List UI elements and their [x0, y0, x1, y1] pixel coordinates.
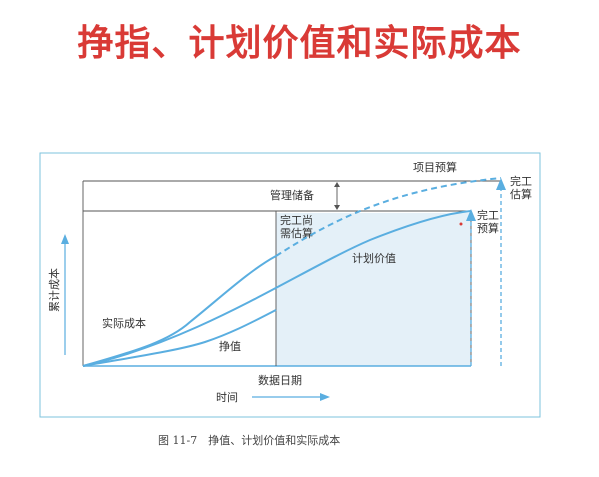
eac-label-line2: 估算: [510, 187, 532, 201]
eac-forecast-curve: [275, 177, 502, 257]
earned-value-curve: [82, 309, 277, 367]
bac-label-line2: 预算: [477, 221, 499, 235]
management-reserve-label: 管理储备: [270, 188, 314, 202]
data-date-label: 数据日期: [258, 373, 302, 387]
etc-label-line1: 完工尚: [280, 213, 313, 227]
management-reserve-arrowhead-top: [334, 182, 340, 187]
planned-value-label: 计划价值: [352, 252, 396, 265]
etc-label-line2: 需估算: [280, 226, 313, 240]
x-axis-label: 时间: [216, 391, 238, 404]
slide-title: 挣指、计划价值和实际成本: [77, 23, 522, 64]
earned-value-label: 挣值: [219, 339, 241, 353]
figure-frame: [39, 152, 541, 418]
bac-arrowhead: [466, 209, 476, 221]
project-budget-label: 项目预算: [413, 160, 457, 174]
figure-caption: 图 11-7 挣值、计划价值和实际成本: [158, 433, 340, 447]
planned-value-curve: [82, 210, 472, 367]
actual-cost-curve: [82, 255, 277, 367]
x-axis-arrowhead: [320, 393, 330, 401]
actual-cost-label: 实际成本: [102, 316, 146, 330]
bac-label-line1: 完工: [477, 208, 499, 222]
eac-arrowhead: [496, 178, 506, 190]
management-reserve-arrowhead-bottom: [334, 205, 340, 210]
y-axis-arrowhead: [61, 234, 69, 244]
eac-label-line1: 完工: [510, 174, 532, 188]
y-axis-label: 累计成本: [47, 268, 61, 312]
marker-dot: [459, 222, 463, 226]
